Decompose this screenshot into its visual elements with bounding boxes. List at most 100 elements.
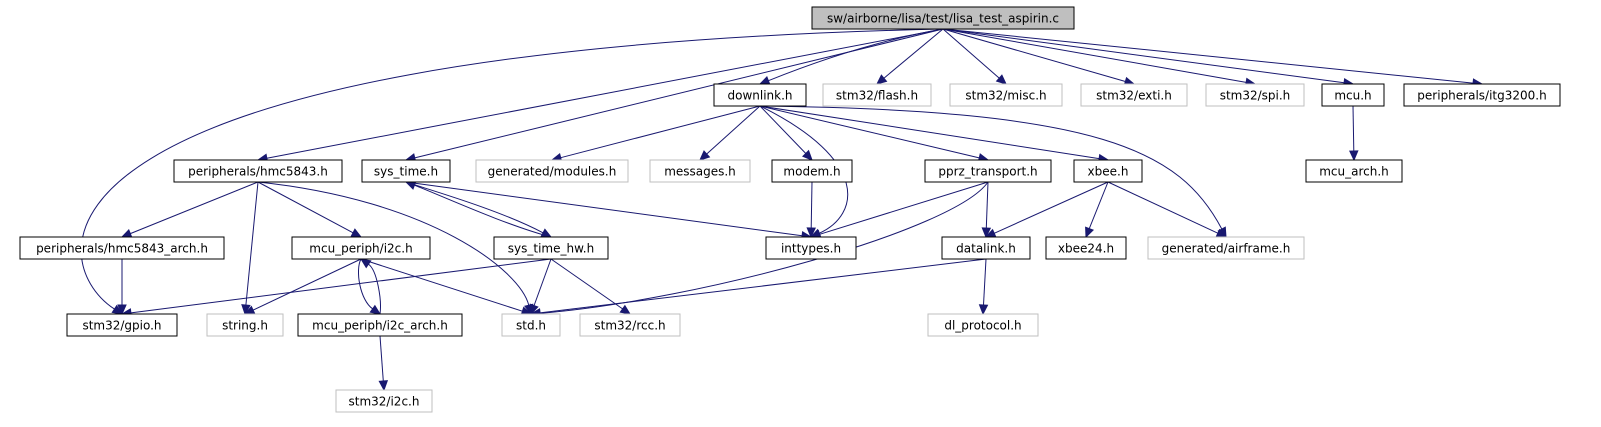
node-inttypes[interactable]: inttypes.h <box>765 236 857 260</box>
node-label: peripherals/hmc5843_arch.h <box>36 242 208 256</box>
node-i2c-arch[interactable]: mcu_periph/i2c_arch.h <box>297 313 463 337</box>
edge-line <box>768 28 944 82</box>
edge-hmc5843-to-mcu-periph-i2c <box>257 181 363 238</box>
node-box <box>19 236 225 260</box>
node-root[interactable]: sw/airborne/lisa/test/lisa_test_aspirin.… <box>811 6 1075 30</box>
node-box <box>173 159 343 183</box>
edge-line <box>130 181 259 235</box>
node-label: stm32/i2c.h <box>349 395 420 409</box>
node-gen-airframe[interactable]: generated/airframe.h <box>1147 236 1305 260</box>
node-gpio[interactable]: stm32/gpio.h <box>66 313 178 337</box>
node-label: xbee.h <box>1088 165 1129 179</box>
node-downlink[interactable]: downlink.h <box>713 83 807 107</box>
edge-i2c-arch-to-stm32-i2c <box>378 335 389 392</box>
node-messages[interactable]: messages.h <box>649 159 751 183</box>
node-box <box>1045 236 1127 260</box>
edge-line <box>405 181 803 237</box>
node-box <box>927 313 1039 337</box>
node-sys-time[interactable]: sys_time.h <box>361 159 451 183</box>
node-mcu-periph-i2c[interactable]: mcu_periph/i2c.h <box>291 236 431 260</box>
node-label: pprz_transport.h <box>938 165 1037 179</box>
node-box <box>1205 83 1305 107</box>
edge-line <box>985 181 989 229</box>
edge-line <box>405 181 544 234</box>
arrowhead-icon <box>619 304 632 315</box>
node-box <box>1403 83 1561 107</box>
node-spi[interactable]: stm32/spi.h <box>1205 83 1305 107</box>
node-label: datalink.h <box>956 242 1016 256</box>
edge-root-to-mcu <box>942 28 1355 88</box>
node-hmc5843-arch[interactable]: peripherals/hmc5843_arch.h <box>19 236 225 260</box>
edge-line <box>759 105 1100 160</box>
edge-sys-time-hw-to-rcc <box>550 258 632 315</box>
edge-line <box>360 258 523 312</box>
node-box <box>1073 159 1143 183</box>
node-dl-protocol[interactable]: dl_protocol.h <box>927 313 1039 337</box>
edge-line <box>993 181 1109 234</box>
edge-root-to-gpio <box>80 28 944 315</box>
edge-line <box>819 181 989 235</box>
node-flash[interactable]: stm32/flash.h <box>822 83 932 107</box>
edge-line <box>942 28 1247 83</box>
node-hmc5843[interactable]: peripherals/hmc5843.h <box>173 159 343 183</box>
node-exti[interactable]: stm32/exti.h <box>1080 83 1188 107</box>
node-modem[interactable]: modem.h <box>771 159 853 183</box>
node-label: peripherals/hmc5843.h <box>188 165 328 179</box>
node-label: stm32/spi.h <box>1220 89 1291 103</box>
edge-xbee-to-gen-airframe <box>1107 181 1228 238</box>
arrowhead-icon <box>876 74 888 85</box>
node-string[interactable]: string.h <box>206 313 284 337</box>
node-box <box>765 236 857 260</box>
edge-line <box>706 105 761 155</box>
arrowhead-icon <box>758 75 771 85</box>
edge-downlink-to-modem <box>759 105 813 161</box>
node-label: stm32/exti.h <box>1096 89 1172 103</box>
edge-line <box>80 28 944 310</box>
node-itg3200[interactable]: peripherals/itg3200.h <box>1403 83 1561 107</box>
edge-line <box>560 105 761 159</box>
node-box <box>66 313 178 337</box>
node-label: stm32/misc.h <box>965 89 1046 103</box>
node-label: stm32/gpio.h <box>82 319 161 333</box>
node-sys-time-hw[interactable]: sys_time_hw.h <box>493 236 609 260</box>
arrowhead-icon <box>378 380 389 392</box>
node-label: dl_protocol.h <box>944 319 1021 333</box>
node-xbee[interactable]: xbee.h <box>1073 159 1143 183</box>
edge-line <box>759 105 849 234</box>
edge-hmc5843-to-hmc5843-arch <box>120 181 259 238</box>
edge-line <box>379 335 384 382</box>
node-std[interactable]: std.h <box>501 313 561 337</box>
node-box <box>811 6 1075 30</box>
edge-line <box>759 105 980 159</box>
node-stm32-i2c[interactable]: stm32/i2c.h <box>335 389 433 413</box>
node-box <box>1080 83 1188 107</box>
arrowhead-icon <box>350 228 363 238</box>
edge-line <box>245 181 259 306</box>
node-box <box>579 313 681 337</box>
node-mcu[interactable]: mcu.h <box>1321 83 1385 107</box>
edge-line <box>533 258 552 306</box>
edge-line <box>414 184 552 238</box>
node-box <box>949 83 1063 107</box>
node-label: downlink.h <box>727 89 792 103</box>
node-xbee24[interactable]: xbee24.h <box>1045 236 1127 260</box>
node-datalink[interactable]: datalink.h <box>941 236 1031 260</box>
arrowhead-icon <box>806 227 816 239</box>
node-box <box>649 159 751 183</box>
arrowhead-icon <box>369 304 382 315</box>
node-mcu-arch[interactable]: mcu_arch.h <box>1305 159 1403 183</box>
edge-line <box>1107 181 1219 234</box>
edge-line <box>942 28 1000 79</box>
node-misc[interactable]: stm32/misc.h <box>949 83 1063 107</box>
node-pprz-transport[interactable]: pprz_transport.h <box>924 159 1052 183</box>
node-label: peripherals/itg3200.h <box>1417 89 1546 103</box>
node-label: mcu_periph/i2c_arch.h <box>312 319 448 333</box>
edge-sys-time-hw-to-sys-time <box>404 180 552 238</box>
node-rcc[interactable]: stm32/rcc.h <box>579 313 681 337</box>
node-label: stm32/rcc.h <box>594 319 665 333</box>
edge-downlink-to-xbee <box>759 105 1110 164</box>
node-gen-modules[interactable]: generated/modules.h <box>475 159 629 183</box>
edge-xbee-to-xbee24 <box>1085 181 1109 239</box>
edge-modem-to-inttypes <box>806 181 816 239</box>
edge-line <box>130 258 552 314</box>
